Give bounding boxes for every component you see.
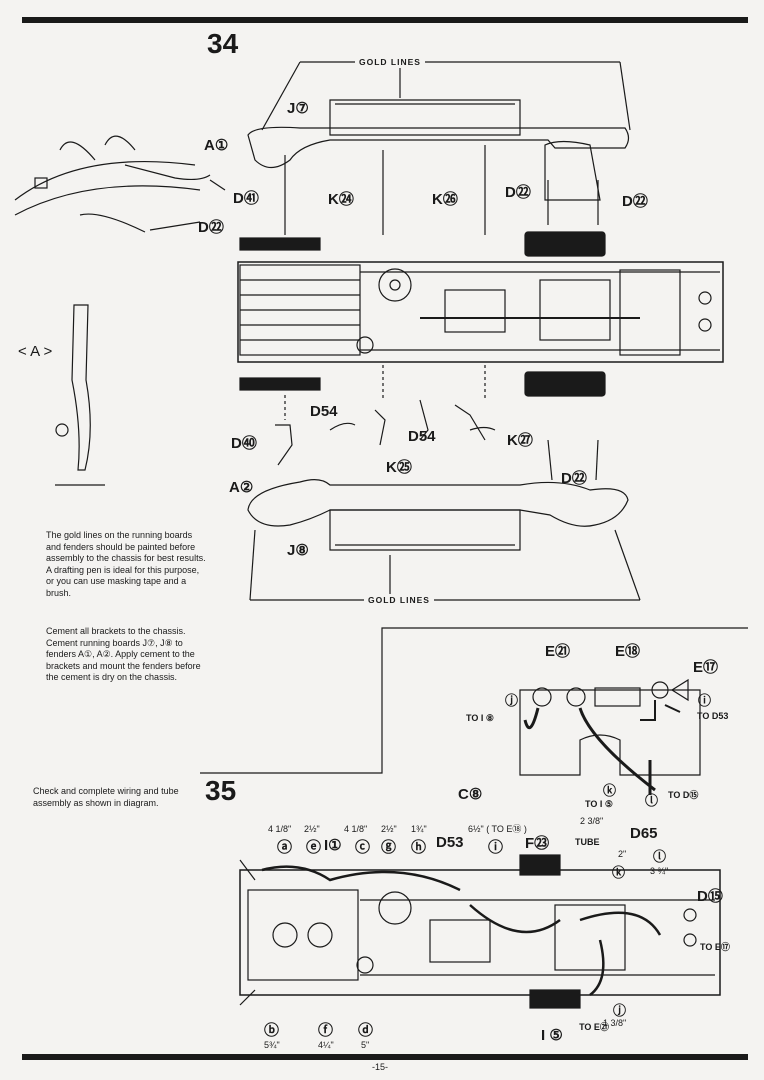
part-label-d41: D㊶ xyxy=(233,190,259,207)
page-number: -15- xyxy=(372,1062,389,1072)
part-label-d22-top-a: D㉒ xyxy=(505,184,531,201)
label-i1: I① xyxy=(324,837,342,854)
part-label-d22-top-b: D㉒ xyxy=(622,193,648,210)
label-f23: F㉓ xyxy=(525,835,550,852)
part-label-a2: A② xyxy=(229,479,254,496)
gold-lines-label-top: GOLD LINES xyxy=(355,57,425,67)
inset-label-c8: C⑧ xyxy=(458,786,483,803)
label-to-e21: TO E㉑ xyxy=(579,1022,609,1032)
meas-2-3-8: 2 3/8" xyxy=(580,816,604,826)
meas-2-half-b: 2½" xyxy=(381,824,397,834)
label-d15: D⑮ xyxy=(697,888,723,905)
meas-2-half-a: 2½" xyxy=(304,824,320,834)
label-j-bottom: ⓙ xyxy=(613,1003,627,1018)
inset-label-k: ⓚ xyxy=(603,783,617,798)
part-label-j7: J⑦ xyxy=(287,100,309,117)
gold-lines-label-bottom: GOLD LINES xyxy=(364,595,434,605)
step-34-number: 34 xyxy=(207,28,239,59)
note-gold-lines: The gold lines on the running boards and… xyxy=(46,530,206,598)
inset-label-i: ⓘ xyxy=(698,693,712,708)
meas-5-in: 5" xyxy=(361,1040,370,1050)
inset-label-to-i8: TO I ⑧ xyxy=(466,713,494,723)
inset-label-l: ⓛ xyxy=(645,793,659,808)
part-label-k27: K㉗ xyxy=(507,432,533,449)
meas-2-in: 2" xyxy=(618,849,627,859)
part-label-k24: K㉔ xyxy=(328,191,354,208)
meas-4-1-4: 4¼" xyxy=(318,1040,334,1050)
label-i5: I ⑤ xyxy=(541,1027,563,1044)
label-e: ⓔ xyxy=(306,839,322,856)
inset-label-e17: E⑰ xyxy=(693,659,719,676)
part-label-d22-bottom: D㉒ xyxy=(561,470,587,487)
part-label-d40: D㊵ xyxy=(231,435,257,452)
meas-6-half-to-e18: 6½" ( TO E⑱ ) xyxy=(468,824,527,834)
top-rule xyxy=(22,17,748,23)
part-label-j8: J⑧ xyxy=(287,542,309,559)
inset-label-to-d15: TO D⑮ xyxy=(668,790,699,800)
label-to-e17: TO E⑰ xyxy=(700,942,730,952)
part-label-k26: K㉖ xyxy=(432,191,458,208)
part-label-a1: A① xyxy=(204,137,229,154)
inset-label-to-i5: TO I ⑤ xyxy=(585,799,613,809)
label-d53: D53 xyxy=(436,834,464,851)
inset-label-j: ⓙ xyxy=(505,693,519,708)
part-label-d54-b: D54 xyxy=(408,428,436,445)
meas-1-3-4: 1¾" xyxy=(411,824,427,834)
meas-5-3-4: 5¾" xyxy=(264,1040,280,1050)
meas-4-1-8-b: 4 1/8" xyxy=(344,824,368,834)
label-g: ⓖ xyxy=(381,839,397,856)
note-cement: Cement all brackets to the chassis. Ceme… xyxy=(46,626,201,682)
meas-4-1-8-a: 4 1/8" xyxy=(268,824,292,834)
label-i: ⓘ xyxy=(488,839,504,856)
part-label-d54-a: D54 xyxy=(310,403,338,420)
meas-3-3-4: 3 ¾" xyxy=(650,866,669,876)
label-f: ⓕ xyxy=(318,1022,334,1039)
step-35-number: 35 xyxy=(205,775,237,806)
label-k-right: ⓚ xyxy=(612,865,626,880)
label-l-right: ⓛ xyxy=(653,849,667,864)
bottom-rule xyxy=(22,1054,748,1060)
inset-label-e21: E㉑ xyxy=(545,643,571,660)
part-label-d22-inset: D㉒ xyxy=(198,219,224,236)
part-label-k25: K㉕ xyxy=(386,459,412,476)
inset-label-to-d53: TO D53 xyxy=(697,711,729,721)
label-d: ⓓ xyxy=(358,1022,374,1039)
meas-1-3-8: 1 3/8" xyxy=(603,1018,627,1028)
inset-label-e18: E⑱ xyxy=(615,643,641,660)
step-35-note: Check and complete wiring and tube assem… xyxy=(33,786,179,808)
label-a: ⓐ xyxy=(277,839,293,856)
label-d65: D65 xyxy=(630,825,658,842)
label-b: ⓑ xyxy=(264,1022,280,1039)
label-c: ⓒ xyxy=(355,839,371,856)
label-tube: TUBE xyxy=(575,837,600,847)
label-h: ⓗ xyxy=(411,839,427,856)
detail-a-label: < A > xyxy=(18,343,53,360)
